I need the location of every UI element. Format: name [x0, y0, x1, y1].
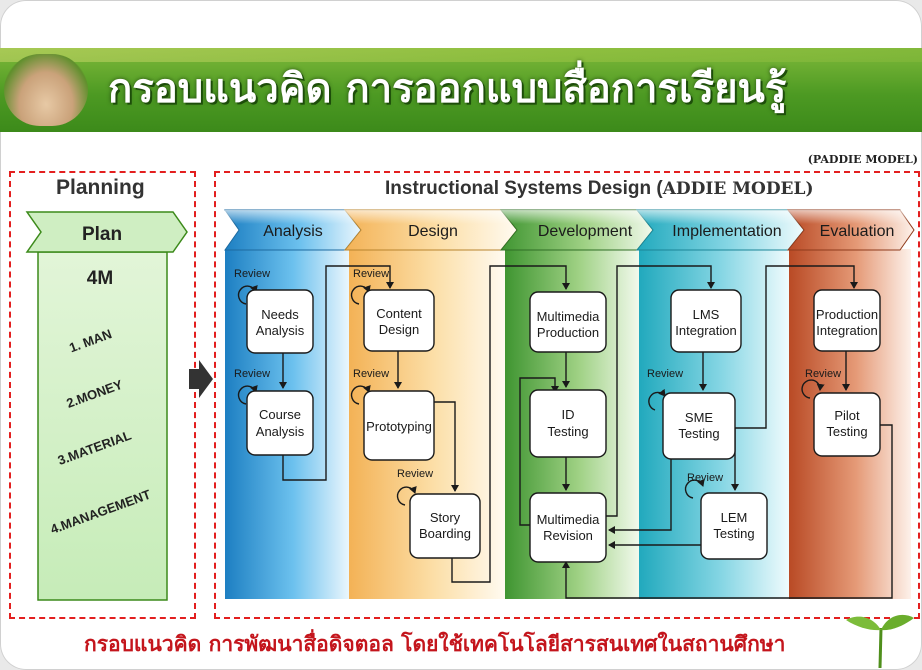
isd-frame: [214, 171, 920, 619]
box-id-testing: [529, 389, 607, 458]
mm-revision-line2: Revision: [543, 528, 593, 543]
isd-header-prefix: Instructional Systems Design (: [385, 178, 663, 199]
mm-production-line1: Multimedia: [537, 309, 601, 324]
box-multimedia-production: [529, 291, 607, 353]
content-design-line2: Design: [379, 322, 419, 337]
review-label: Review: [234, 368, 270, 380]
phase-label-implementation: Implementation: [672, 223, 781, 240]
plan-heading: 4M: [87, 268, 113, 289]
id-testing-line1: ID: [562, 407, 575, 422]
box-story-boarding: [409, 493, 481, 559]
story-boarding-line1: Story: [430, 510, 461, 525]
plan-chevron: [25, 211, 188, 253]
review-label: Review: [353, 368, 389, 380]
box-course-analysis: [246, 390, 314, 456]
page-title: กรอบแนวคิด การออกแบบสื่อการเรียนรู้: [108, 65, 787, 112]
needs-analysis-line2: Analysis: [256, 323, 305, 338]
box-needs-analysis: [246, 289, 314, 354]
chevron-gloss: [225, 210, 914, 224]
plan-label: Plan: [82, 224, 122, 245]
lms-integration-line2: Integration: [675, 323, 736, 338]
review-label: Review: [353, 268, 389, 280]
review-label: Review: [397, 468, 433, 480]
banner-highlight: [0, 48, 922, 62]
title-banner: กรอบแนวคิด การออกแบบสื่อการเรียนรู้: [0, 48, 922, 132]
box-multimedia-revision: [529, 492, 607, 563]
box-sme-testing: [662, 392, 736, 460]
lem-testing-line1: LEM: [721, 510, 748, 525]
production-integration-line2: Integration: [816, 323, 877, 338]
prototyping-label: Prototyping: [366, 419, 432, 434]
process-box-labels: Needs Analysis Course Analysis Content D…: [256, 306, 878, 543]
model-tag: (PADDIE MODEL): [807, 153, 918, 166]
box-production-integration: [813, 289, 881, 352]
review-label: Review: [647, 368, 683, 380]
story-boarding-line2: Boarding: [419, 526, 471, 541]
production-integration-line1: Production: [816, 307, 878, 322]
pilot-testing-line2: Testing: [826, 424, 867, 439]
box-pilot-testing: [813, 392, 881, 457]
content-design-line1: Content: [376, 306, 422, 321]
box-content-design: [363, 289, 435, 352]
seedling-icon: [846, 614, 914, 669]
isd-header-model: ADDIE MODEL): [662, 179, 814, 199]
plan-column: [37, 251, 168, 601]
process-boxes: [246, 289, 881, 563]
lem-testing-line2: Testing: [713, 526, 754, 541]
box-lms-integration: [670, 289, 742, 353]
sme-testing-line1: SME: [685, 410, 714, 425]
id-testing-line2: Testing: [547, 424, 588, 439]
connector-lines: [279, 265, 893, 599]
planning-frame: [9, 171, 196, 619]
mm-production-line2: Production: [537, 325, 599, 340]
course-analysis-line2: Analysis: [256, 424, 305, 439]
phase-label-development: Development: [538, 223, 633, 240]
pilot-testing-line1: Pilot: [834, 408, 860, 423]
phase-label-design: Design: [408, 223, 458, 240]
mm-revision-line1: Multimedia: [537, 512, 601, 527]
review-label: Review: [805, 368, 841, 380]
review-loops: [237, 284, 825, 506]
review-labels: Review Review Review Review Review Revie…: [234, 268, 841, 484]
course-analysis-line1: Course: [259, 407, 301, 422]
lms-integration-line1: LMS: [693, 307, 720, 322]
planning-header: Planning: [56, 176, 145, 199]
box-lem-testing: [700, 492, 768, 560]
seedling-hand-image: [4, 54, 88, 126]
footer-caption: กรอบแนวคิด การพัฒนาสื่อดิจตอล โดยใช้เทคโ…: [84, 631, 786, 656]
isd-header: Instructional Systems Design (ADDIE MODE…: [385, 178, 814, 200]
review-label: Review: [234, 268, 270, 280]
plan-to-isd-arrow: [189, 360, 213, 398]
sme-testing-line2: Testing: [678, 426, 719, 441]
needs-analysis-line1: Needs: [261, 307, 299, 322]
box-prototyping: [363, 390, 435, 461]
phase-label-analysis: Analysis: [263, 223, 323, 240]
phase-label-evaluation: Evaluation: [820, 223, 895, 240]
review-label: Review: [687, 472, 723, 484]
